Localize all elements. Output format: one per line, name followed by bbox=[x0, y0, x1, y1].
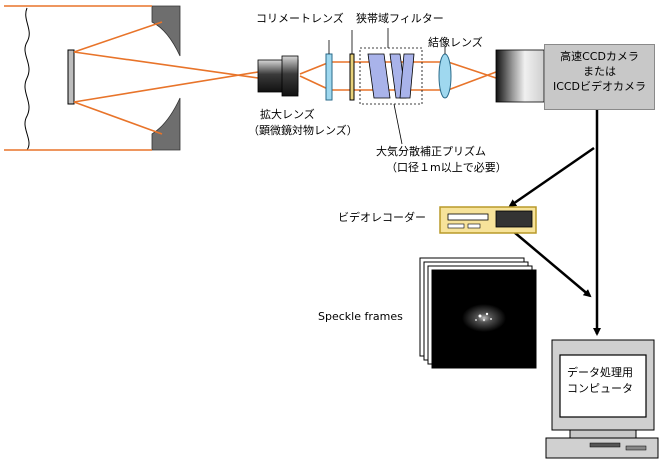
objective-lens-cap bbox=[281, 55, 299, 97]
magnifier-lens-label: 拡大レンズ bbox=[260, 108, 315, 121]
computer-label-line1: データ処理用 bbox=[567, 366, 633, 379]
imaging-lens-label: 結像レンズ bbox=[428, 36, 483, 49]
computer bbox=[545, 339, 659, 459]
camera-body bbox=[495, 49, 545, 103]
camera-label-line3: ICCDビデオカメラ bbox=[552, 80, 647, 93]
camera-label-box: 高速CCDカメラ または ICCDビデオカメラ bbox=[544, 44, 655, 110]
prism-label: 大気分散補正プリズム bbox=[376, 145, 486, 158]
imaging-lens bbox=[438, 53, 452, 99]
video-recorder-label: ビデオレコーダー bbox=[338, 211, 426, 224]
camera-label-line2: または bbox=[583, 65, 616, 78]
arrow-recorder-to-computer bbox=[513, 231, 592, 298]
video-recorder bbox=[439, 206, 537, 234]
primary-mirror-bottom bbox=[151, 97, 181, 151]
prism-group-box bbox=[359, 47, 423, 105]
speckle-frames-label: Speckle frames bbox=[318, 310, 403, 323]
primary-mirror-top bbox=[151, 5, 181, 57]
prism-3 bbox=[399, 53, 415, 99]
collimator-lens-label: コリメートレンズ bbox=[256, 12, 344, 25]
magnifier-lens-sublabel: （顕微鏡対物レンズ） bbox=[248, 124, 358, 137]
prism-sublabel: （口径１m以上で必要） bbox=[386, 161, 507, 174]
arrow-camera-to-recorder bbox=[508, 146, 595, 208]
speckle-frame-stack bbox=[419, 257, 537, 369]
narrowband-filter bbox=[349, 53, 355, 101]
narrowband-filter-label: 狭帯域フィルター bbox=[356, 12, 444, 25]
prism-1 bbox=[367, 53, 391, 99]
computer-label-line2: コンピュータ bbox=[567, 382, 633, 395]
secondary-mirror bbox=[67, 49, 75, 105]
camera-label-line1: 高速CCDカメラ bbox=[560, 50, 639, 63]
wavefront-line bbox=[24, 7, 30, 151]
computer-screen-label: データ処理用 コンピュータ bbox=[565, 365, 642, 407]
beam-lines bbox=[4, 5, 497, 151]
collimator-lens bbox=[325, 53, 333, 101]
